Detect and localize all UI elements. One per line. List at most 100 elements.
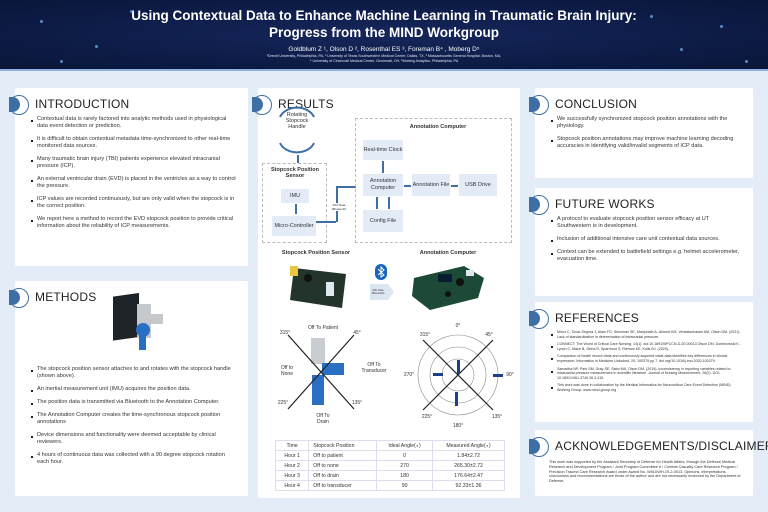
title-line-1: Using Contextual Data to Enhance Machine… <box>131 8 637 23</box>
stopcock-cross-image <box>287 334 355 410</box>
list-item: Context can be extended to battlefield s… <box>551 249 740 262</box>
references-section: REFERENCES Minor C, Tovar-Segura J, Alam… <box>529 302 753 422</box>
list-item: An inertial measurement unit (IMU) acqui… <box>31 386 236 393</box>
affiliations: ¹Drexel University, Philadelphia, PA, ² … <box>0 54 768 64</box>
rotating-handle-label: Rotating Stopcock Handle <box>285 112 309 130</box>
list-item: Many traumatic brain injury (TBI) patien… <box>31 156 236 170</box>
section-marker-icon <box>529 309 549 329</box>
section-marker-icon <box>529 195 549 215</box>
list-item: The Annotation Computer creates the time… <box>31 412 236 426</box>
sensor-group-label: Stopcock Position Sensor <box>271 167 319 179</box>
hour1-measurement-marks <box>457 360 460 374</box>
list-item: We report here a method to record the EV… <box>31 216 236 230</box>
references-title: REFERENCES <box>555 311 640 325</box>
acknowledgements-title: ACKNOWLEDGEMENTS/DISCLAIMERS <box>555 439 768 453</box>
off-to-transducer-label: Off To Transducer <box>361 362 387 374</box>
acknowledgements-section: ACKNOWLEDGEMENTS/DISCLAIMERS This work w… <box>529 430 768 496</box>
polar-45-label: 45° <box>485 332 493 338</box>
computer-group <box>355 118 512 243</box>
list-item: 4 hours of continuous data was collected… <box>31 452 236 466</box>
sensor-device-image <box>113 292 163 350</box>
section-marker-icon <box>9 288 29 308</box>
introduction-title: INTRODUCTION <box>35 97 130 111</box>
angle-45-label: 45° <box>353 330 361 336</box>
imu-box: IMU <box>281 189 309 203</box>
conclusion-title: CONCLUSION <box>555 97 638 111</box>
list-item: An external ventricular drain (EVD) is p… <box>31 176 236 189</box>
poster-title: Using Contextual Data to Enhance Machine… <box>0 0 768 41</box>
list-item: Stopcock position annotations may improv… <box>551 136 741 150</box>
rotation-arrows-icon <box>279 106 315 154</box>
bluetooth-data-label: IMU Data (Bluetooth) <box>371 289 385 295</box>
introduction-section: INTRODUCTION Contextual data is rarely f… <box>9 88 248 266</box>
off-to-patient-label: Off To Patient <box>307 325 339 331</box>
sensor-photo-label: Stopcock Position Sensor <box>281 250 351 256</box>
results-section: RESULTS Rotating Stopcock Handle Stopcoc… <box>252 88 520 498</box>
polar-90-label: 90° <box>506 372 514 378</box>
poster-header: Using Contextual Data to Enhance Machine… <box>0 0 768 71</box>
conclusion-section: CONCLUSION We successfully synchronized … <box>529 88 753 178</box>
future-works-section: FUTURE WORKS A protocol to evaluate stop… <box>529 188 753 296</box>
off-to-drain-label: Off To Drain <box>316 413 330 425</box>
acknowledgements-text: This work was supported by the Assistant… <box>549 460 741 484</box>
reference-item: Minor C, Tovar-Segura J, Alam FO, Stutzm… <box>551 330 741 339</box>
section-marker-icon <box>529 437 549 457</box>
title-line-2: Progress from the MIND Workgroup <box>268 25 500 40</box>
annotation-file-box: Annotation File <box>412 174 450 196</box>
sensor-board-image <box>290 266 346 308</box>
polar-315-label: 315° <box>419 332 431 338</box>
section-marker-icon <box>9 95 29 115</box>
off-to-none-label: Off to None <box>280 365 294 377</box>
reference-item: Comparison of health record vitals and c… <box>551 354 741 363</box>
list-item: The stopcock position sensor attaches to… <box>31 366 236 380</box>
polar-135-label: 135° <box>491 414 503 420</box>
annotation-computer-box: Annotation Computer <box>363 174 403 196</box>
angle-135-label: 135° <box>351 400 363 406</box>
reference-item: This work was done in collaboration by t… <box>551 383 741 392</box>
hour3-measurement-marks <box>455 392 458 406</box>
config-file-box: Config File <box>363 210 403 232</box>
polar-225-label: 225° <box>421 414 433 420</box>
hour4-measurement-marks <box>493 374 503 377</box>
angle-315-label: 315° <box>279 330 291 336</box>
list-item: A protocol to evaluate stopcock position… <box>551 216 741 230</box>
affiliations-line-2: ⁴ University of Cincinnati Medical Cente… <box>309 59 459 63</box>
annotation-computer-image <box>412 266 484 310</box>
sensor-group <box>262 163 327 243</box>
usb-drive-box: USB Drive <box>459 174 497 196</box>
list-item: Device dimensions and functionality were… <box>31 432 236 446</box>
clock-box: Real-time Clock <box>363 140 403 160</box>
reference-item: CONNECT: The World of Critical Care Nurs… <box>551 342 740 351</box>
introduction-list: Contextual data is rarely factored into … <box>15 116 248 230</box>
list-item: ICP values are recorded continuously, bu… <box>31 196 235 209</box>
polar-0-label: 0° <box>455 323 461 329</box>
list-item: Contextual data is rarely factored into … <box>31 116 236 130</box>
reference-item: Samadha NP, Park SM, Gray SE, Sabo MA, O… <box>551 367 741 381</box>
hour2-measurement-marks <box>433 373 443 376</box>
angle-225-label: 225° <box>277 400 289 406</box>
list-item: The position data is transmitted via Blu… <box>31 399 236 406</box>
bluetooth-link-label: IMU Data (Bluetooth) <box>328 203 350 211</box>
affiliations-line-1: ¹Drexel University, Philadelphia, PA, ² … <box>266 54 502 58</box>
methods-title: METHODS <box>35 290 97 304</box>
microcontroller-box: Micro-Controller <box>272 216 316 236</box>
list-item: It is difficult to obtain contextual met… <box>31 136 236 150</box>
methods-list: The stopcock position sensor attaches to… <box>15 366 248 472</box>
list-item: We successfully synchronized stopcock po… <box>551 116 741 130</box>
methods-section: METHODS The stopcock position sensor att… <box>9 281 248 496</box>
section-marker-icon <box>252 95 272 115</box>
polar-180-label: 180° <box>452 423 464 429</box>
computer-photo-label: Annotation Computer <box>419 250 477 256</box>
computer-group-label: Annotation Computer <box>409 124 467 130</box>
list-item: Inclusion of additional intensive care u… <box>551 236 741 243</box>
bluetooth-icon <box>370 264 394 300</box>
future-works-title: FUTURE WORKS <box>555 197 655 211</box>
polar-270-label: 270° <box>403 372 415 378</box>
polar-angle-plot <box>417 334 503 416</box>
